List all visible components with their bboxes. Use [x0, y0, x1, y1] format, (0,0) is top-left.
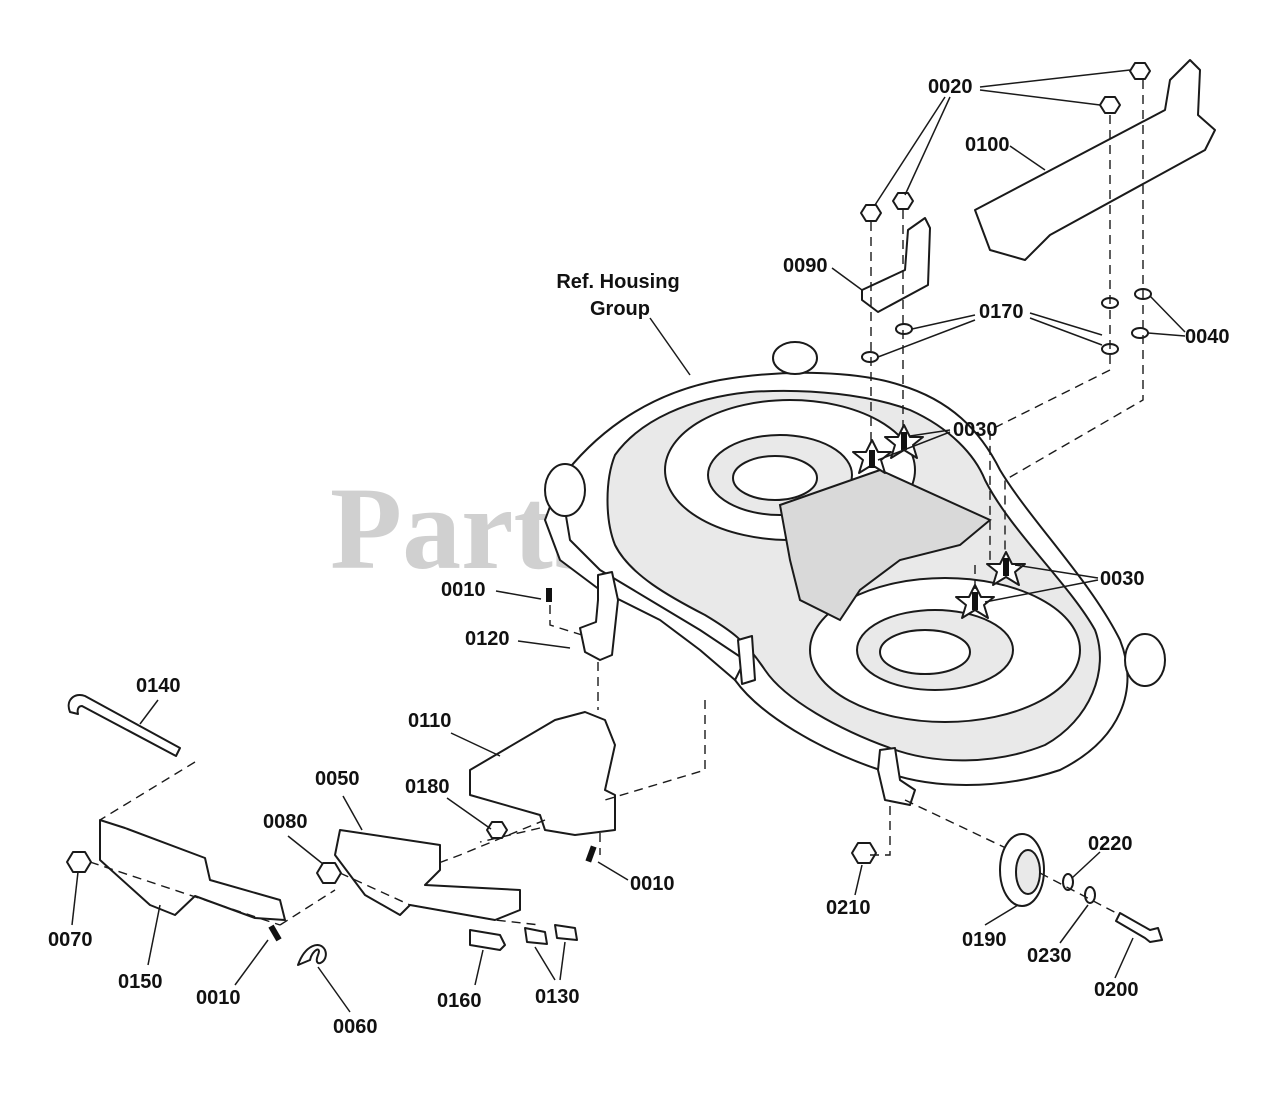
callout-0090: 0090: [783, 255, 828, 277]
shield-0110: [469, 711, 616, 836]
ref-housing-line1: Ref. Housing: [556, 271, 679, 293]
bolt-0200: [1115, 912, 1163, 943]
callout-0100: 0100: [965, 134, 1010, 156]
callout-0040: 0040: [1185, 326, 1230, 348]
washer-5: [1131, 327, 1149, 339]
bracket-0150: [99, 819, 286, 921]
callout-0010-mid: 0010: [630, 873, 675, 895]
callout-0120: 0120: [465, 628, 510, 650]
assembly-line-0140: [99, 761, 196, 821]
assembly-line-0150: [279, 889, 336, 926]
bolt-0160: [469, 929, 506, 951]
deck-front-bracket: [877, 747, 916, 806]
nut-0020-2: [1099, 96, 1121, 114]
washer-0220: [1062, 873, 1074, 891]
nut-0210: [851, 842, 877, 864]
callout-0140: 0140: [136, 675, 181, 697]
deck-center-baffle: [778, 468, 992, 622]
callout-0010-lower: 0010: [196, 987, 241, 1009]
assembly-lines-top: [870, 80, 1144, 590]
nut-0020-1: [1129, 62, 1151, 80]
assembly-line-0200: [1039, 872, 1121, 916]
assembly-line-deck-left: [604, 700, 706, 801]
nut-0020-3: [860, 204, 882, 222]
callout-0070: 0070: [48, 929, 93, 951]
bolts-0030: [852, 424, 1026, 619]
bracket-0120: [579, 571, 619, 661]
nut-0020-4: [892, 192, 914, 210]
left-spindle-hub: [732, 455, 818, 501]
bolt-0030-2: [901, 432, 907, 450]
callout-0060: 0060: [333, 1016, 378, 1038]
callout-0160: 0160: [437, 990, 482, 1012]
wheel-0190-hub: [1015, 849, 1041, 895]
bolt-0030-3: [1003, 558, 1009, 576]
bolt-0030-4: [972, 592, 978, 610]
leader-lines: [71, 69, 1186, 1013]
callout-0130: 0130: [535, 986, 580, 1008]
bracket-0100: [974, 59, 1216, 261]
bolt-0130-2: [554, 924, 578, 941]
callout-0180: 0180: [405, 776, 450, 798]
screw-0010-mid: [585, 845, 597, 863]
assembly-line-0050: [339, 872, 541, 926]
nut-0080: [316, 862, 342, 884]
bracket-0050: [334, 829, 521, 921]
deck-wheel-right: [1124, 633, 1166, 687]
right-spindle-hub: [879, 629, 971, 675]
bracket-0090: [861, 217, 931, 313]
ref-housing-line2: Group: [590, 298, 650, 320]
deck-side-bracket: [737, 635, 756, 685]
bolt-0130-1: [524, 927, 548, 945]
spring-0060: [297, 944, 327, 966]
deck-wheel-left: [544, 463, 586, 517]
callout-0230: 0230: [1027, 945, 1072, 967]
deck-housing: [544, 341, 1166, 806]
callout-0020: 0020: [928, 76, 973, 98]
washer-0230: [1084, 886, 1096, 904]
callout-0010-upper: 0010: [441, 579, 486, 601]
screw-0010-lower: [268, 924, 282, 942]
assembly-line-0070: [89, 861, 281, 926]
nuts-0020: [860, 62, 1151, 222]
callout-0190: 0190: [962, 929, 1007, 951]
callout-labels: Ref. Housing Group 0020 0100 0090 0170 0…: [48, 76, 1230, 1038]
deck-wheel-rear: [772, 341, 818, 375]
assembly-line-wheel: [904, 799, 1011, 851]
rod-0140: [67, 694, 181, 757]
callout-0110: 0110: [408, 710, 451, 732]
callout-0050: 0050: [315, 768, 360, 790]
callout-0200: 0200: [1094, 979, 1139, 1001]
nut-0180: [486, 821, 508, 839]
callout-0150: 0150: [118, 971, 163, 993]
washer-2: [861, 351, 879, 363]
screw-0010-top: [546, 588, 552, 602]
callout-0080: 0080: [263, 811, 308, 833]
assembly-line-0120: [549, 605, 583, 636]
nut-0070: [66, 851, 92, 873]
washer-1: [895, 323, 913, 335]
deck-left-skirt: [544, 479, 746, 681]
callout-0210: 0210: [826, 897, 871, 919]
bolt-0030-1: [869, 450, 875, 468]
callout-0030-upper: 0030: [953, 419, 998, 441]
assembly-line-0210: [870, 800, 891, 856]
callout-0030-lower: 0030: [1100, 568, 1145, 590]
washers-0170-0040: [861, 288, 1152, 363]
callout-0170: 0170: [979, 301, 1024, 323]
callout-0220: 0220: [1088, 833, 1133, 855]
